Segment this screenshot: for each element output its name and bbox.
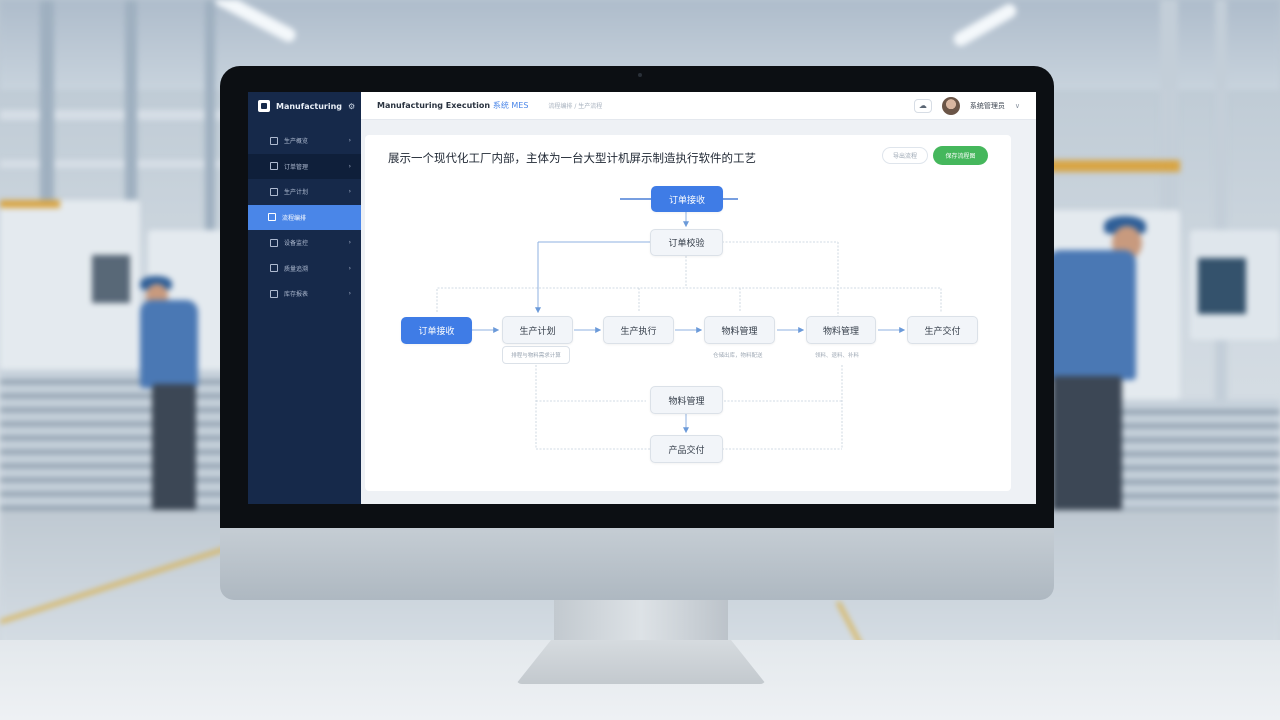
sidebar-item-equipment[interactable]: 设备监控 › — [248, 230, 361, 256]
monitor-chin — [220, 528, 1054, 600]
avatar[interactable] — [941, 96, 960, 115]
flow-node-verify[interactable]: 订单校验 — [650, 229, 723, 256]
sidebar-item-overview[interactable]: 生产概览 › — [248, 128, 361, 154]
chevron-down-icon[interactable]: ∨ — [1014, 101, 1020, 110]
sidebar: Manufacturing ⚙ 生产概览 › 订单管理 › 生产计划 › 流程编… — [248, 92, 361, 504]
app-title: Manufacturing Execution 系统 MES — [377, 101, 529, 110]
flow-node-material-bottom[interactable]: 物料管理 — [650, 386, 723, 414]
chevron-right-icon: › — [348, 239, 351, 247]
flow-node-product-delivery[interactable]: 产品交付 — [650, 435, 723, 463]
export-button[interactable]: 导出流程 — [882, 147, 928, 164]
chevron-right-icon: › — [348, 264, 351, 272]
save-button[interactable]: 保存流程图 — [933, 146, 988, 165]
chevron-right-icon: › — [348, 290, 351, 298]
chevron-right-icon: › — [348, 188, 351, 196]
sidebar-item-flow[interactable]: 流程编排 — [248, 204, 361, 230]
plan-note: 排程与物料需求计算 — [502, 346, 570, 364]
flow-node-production-exec[interactable]: 生产执行 — [603, 316, 674, 344]
flow-node-order-receive[interactable]: 订单接收 — [401, 317, 472, 344]
monitor-icon — [270, 238, 278, 247]
flow-node-top[interactable]: 订单接收 — [651, 186, 723, 212]
sidebar-item-orders[interactable]: 订单管理 › — [248, 153, 361, 179]
chevron-right-icon: › — [348, 162, 351, 170]
order-icon — [270, 162, 278, 171]
brand-name: Manufacturing — [276, 101, 342, 111]
monitor-foot — [516, 640, 766, 684]
sidebar-item-planning[interactable]: 生产计划 › — [248, 179, 361, 205]
dashboard-icon — [270, 136, 278, 145]
chevron-right-icon: › — [348, 137, 351, 145]
flow-node-material-a[interactable]: 物料管理 — [704, 316, 775, 344]
flow-icon — [268, 213, 276, 222]
flow-node-production-plan[interactable]: 生产计划 — [502, 316, 573, 344]
flow-node-delivery[interactable]: 生产交付 — [907, 316, 978, 344]
page-title: 展示一个现代化工厂内部，主体为一台大型计机屏示制造执行软件的工艺 — [388, 151, 756, 165]
user-name[interactable]: 系统管理员 — [969, 101, 1005, 110]
material-a-caption: 仓储出库，物料配送 — [713, 353, 763, 359]
flow-node-material-b[interactable]: 物料管理 — [806, 316, 876, 344]
brand[interactable]: Manufacturing ⚙ — [248, 92, 361, 120]
sidebar-item-quality[interactable]: 质量追溯 › — [248, 256, 361, 282]
settings-icon[interactable]: ⚙ — [348, 101, 356, 111]
camera-icon — [638, 73, 642, 77]
top-bar: Manufacturing Execution 系统 MES 流程编排 / 生产… — [361, 92, 1036, 120]
sidebar-item-inventory[interactable]: 库存报表 › — [248, 281, 361, 307]
logo-icon — [258, 100, 270, 112]
calendar-icon — [270, 187, 278, 196]
material-b-caption: 领料、退料、补料 — [815, 353, 860, 359]
quality-icon — [270, 264, 278, 273]
cloud-icon[interactable]: ☁ — [913, 98, 932, 113]
main-area: Manufacturing Execution 系统 MES 流程编排 / 生产… — [361, 92, 1036, 504]
report-icon — [270, 289, 278, 298]
breadcrumb[interactable]: 流程编排 / 生产流程 — [548, 103, 603, 110]
